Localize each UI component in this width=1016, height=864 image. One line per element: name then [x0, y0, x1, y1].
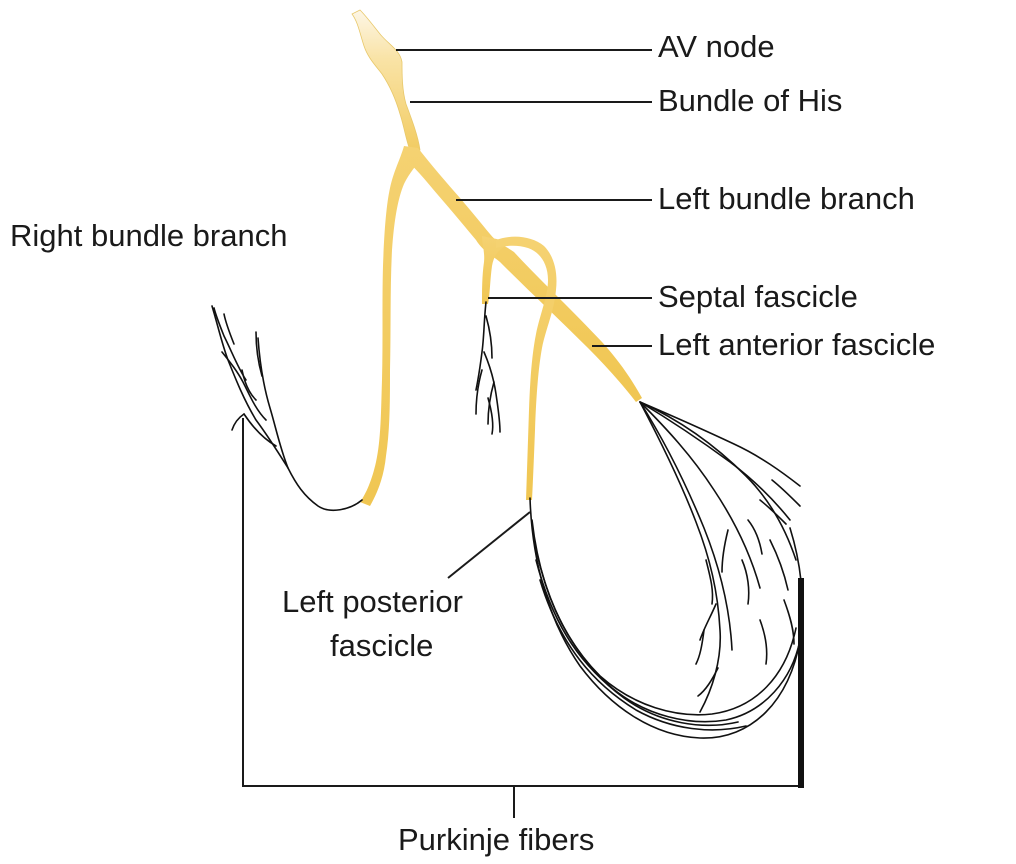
label-bundle-of-his: Bundle of His [658, 83, 842, 119]
label-left-posterior-fascicle-line1: Left posterior [282, 584, 463, 620]
left-bundle-branch-path [404, 146, 642, 402]
label-left-posterior-fascicle-line2: fascicle [330, 628, 433, 664]
leader-lines [243, 50, 802, 818]
purkinje-network [212, 302, 802, 738]
leader-left-posterior-fascicle [448, 512, 530, 578]
right-bundle-branch-path [360, 146, 420, 506]
label-septal-fascicle: Septal fascicle [658, 279, 858, 315]
conduction-pathway [352, 10, 642, 506]
label-right-bundle-branch: Right bundle branch [10, 218, 287, 254]
label-purkinje-fibers: Purkinje fibers [398, 822, 594, 858]
label-left-bundle-branch: Left bundle branch [658, 181, 915, 217]
av-node-and-bundle-of-his [352, 10, 420, 150]
label-left-anterior-fascicle: Left anterior fascicle [658, 327, 935, 363]
label-av-node: AV node [658, 29, 775, 65]
